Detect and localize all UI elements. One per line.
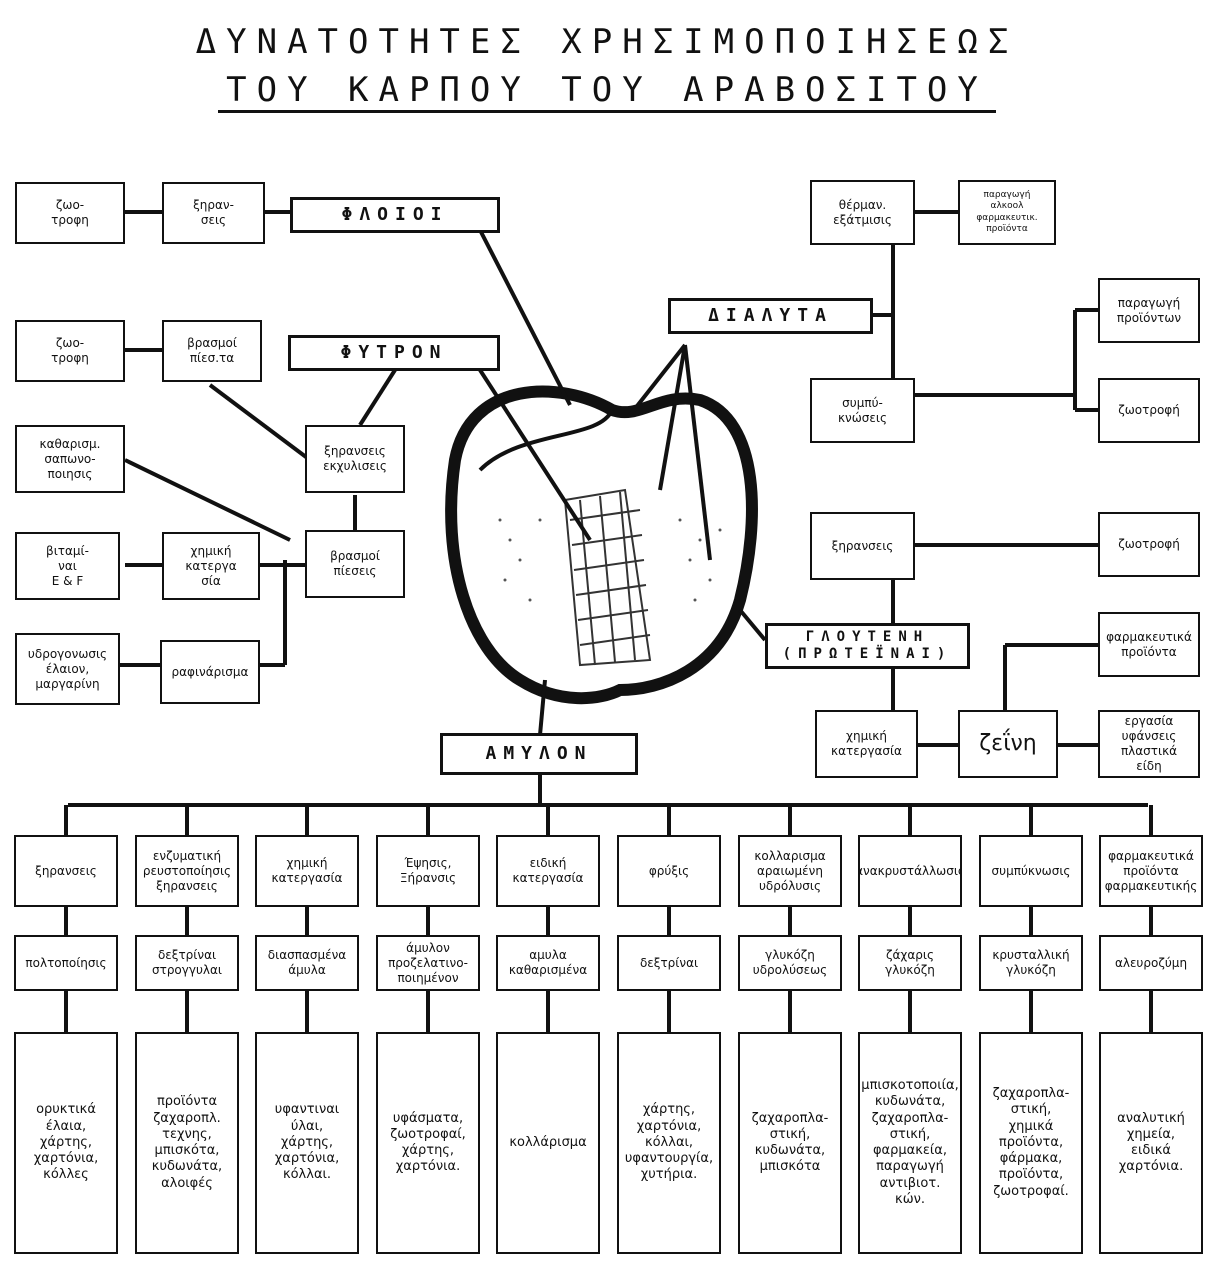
box-paragogi-proionton: παραγωγή προϊόντων <box>1098 278 1200 343</box>
header-glouteni: ΓΛΟΥΤΕΝΗ (ΠΡΩΤΕΪΝΑΙ) <box>765 623 970 669</box>
amylon-col-10-process: φαρμακευτικά προϊόντα φαρμακευτικής <box>1099 835 1203 907</box>
box-xiranseis-right: ξηρανσεις <box>810 512 915 580</box>
header-dialyta: ΔΙΑΛΥΤΑ <box>668 298 873 334</box>
amylon-col-6-process: φρύξις <box>617 835 721 907</box>
box-zeini: ζεΐνη <box>958 710 1058 778</box>
box-raffinarisma: ραφινάρισμα <box>160 640 260 704</box>
header-fytron: ΦΥΤΡΟΝ <box>288 335 500 371</box>
amylon-col-10-product: αλευροζύμη <box>1099 935 1203 991</box>
box-xiranseis-fluoioi: ξηραν- σεις <box>162 182 265 244</box>
header-fluoioi: ΦΛΟΙΟΙ <box>290 197 500 233</box>
amylon-col-1-process: ξηρανσεις <box>14 835 118 907</box>
amylon-col-8-product: ζάχαρις γλυκόζη <box>858 935 962 991</box>
amylon-col-2-uses: προϊόντα ζαχαροπλ. τεχνης, μπισκότα, κυδ… <box>135 1032 239 1254</box>
title-line2-text: ΤΟΥ ΚΑΡΠΟΥ ΤΟΥ ΑΡΑΒΟΣΙΤΟΥ <box>218 70 996 113</box>
box-vrasmoi: βρασμοί πίεσ.τα <box>162 320 262 382</box>
box-chimiki-katergasia-right: χημική κατεργασία <box>815 710 918 778</box>
amylon-col-9-uses: ζαχαροπλα- στική, χημικά προϊόντα, φάρμα… <box>979 1032 1083 1254</box>
box-kathariosmos: καθαρισμ. σαπωνο- ποιησις <box>15 425 125 493</box>
amylon-col-9-product: κρυσταλλική γλυκόζη <box>979 935 1083 991</box>
amylon-col-1-uses: ορυκτικά έλαια, χάρτης, χαρτόνια, κόλλες <box>14 1032 118 1254</box>
amylon-col-7-uses: ζαχαροπλα- στική, κυδωνάτα, μπισκότα <box>738 1032 842 1254</box>
box-farmakeftika: φαρμακευτικά προϊόντα <box>1098 612 1200 677</box>
box-ydrogonosi: υδρογονωσις έλαιον, μαργαρίνη <box>15 633 120 705</box>
amylon-col-7-product: γλυκόζη υδρολύσεως <box>738 935 842 991</box>
box-vitamines: βιταμί- ναι Ε & F <box>15 532 120 600</box>
box-chimiki-katergasia-left: χημική κατεργα σία <box>162 532 260 600</box>
box-zootrofi-right-2: ζωοτροφή <box>1098 512 1200 577</box>
box-zootrofi-2: ζωο- τροφη <box>15 320 125 382</box>
amylon-col-4-product: άμυλον προζελατινο- ποιημένον <box>376 935 480 991</box>
amylon-col-3-product: διασπασμένα άμυλα <box>255 935 359 991</box>
amylon-col-4-uses: υφάσματα, ζωοτροφαί, χάρτης, χαρτόνια. <box>376 1032 480 1254</box>
box-zootrofi-right: ζωοτροφή <box>1098 378 1200 443</box>
amylon-col-5-process: ειδική κατεργασία <box>496 835 600 907</box>
amylon-col-10-uses: αναλυτική χημεία, ειδικά χαρτόνια. <box>1099 1032 1203 1254</box>
amylon-col-6-product: δεξτρίναι <box>617 935 721 991</box>
amylon-col-8-process: ανακρυστάλλωσις <box>858 835 962 907</box>
box-sympyknoseis: συμπύ- κνώσεις <box>810 378 915 443</box>
box-dialyta-side: παραγωγή αλκοολ φαρμακευτικ. προϊόντα <box>958 180 1056 245</box>
header-amylon: ΑΜΥΛΟΝ <box>440 733 638 775</box>
amylon-col-2-process: ενζυματική ρευστοποίησις ξηρανσεις <box>135 835 239 907</box>
amylon-col-5-uses: κολλάρισμα <box>496 1032 600 1254</box>
amylon-col-4-process: Έψησις, Ξήρανσις <box>376 835 480 907</box>
diagram-title-line2: ΤΟΥ ΚΑΡΠΟΥ ΤΟΥ ΑΡΑΒΟΣΙΤΟΥ <box>0 70 1214 110</box>
amylon-col-3-uses: υφαντιναι ύλαι, χάρτης, χαρτόνια, κόλλαι… <box>255 1032 359 1254</box>
amylon-col-7-process: κολλαρισμα αραιωμένη υδρόλυσις <box>738 835 842 907</box>
amylon-col-3-process: χημική κατεργασία <box>255 835 359 907</box>
box-xiranseis-ekchyliseis: ξηρανσεις εκχυλισεις <box>305 425 405 493</box>
amylon-col-2-product: δεξτρίναι στρογγυλαι <box>135 935 239 991</box>
amylon-col-9-process: συμπύκνωσις <box>979 835 1083 907</box>
amylon-col-1-product: πολτοποίησις <box>14 935 118 991</box>
amylon-col-6-uses: χάρτης, χαρτόνια, κόλλαι, υφαντουργία, χ… <box>617 1032 721 1254</box>
amylon-col-8-uses: μπισκοτοποιία, κυδωνάτα, ζαχαροπλα- στικ… <box>858 1032 962 1254</box>
diagram-title-line1: ΔΥΝΑΤΟΤΗΤΕΣ ΧΡΗΣΙΜΟΠΟΙΗΣΕΩΣ <box>0 22 1214 62</box>
amylon-col-5-product: αμυλα καθαρισμένα <box>496 935 600 991</box>
box-zootrofi-1: ζωο- τροφη <box>15 182 125 244</box>
box-vrasmoi-pieseis: βρασμοί πίεσεις <box>305 530 405 598</box>
box-ergasia: εργασία υφάνσεις πλαστικά είδη <box>1098 710 1200 778</box>
box-dialyta-top: θέρμαν. εξάτμισις <box>810 180 915 245</box>
